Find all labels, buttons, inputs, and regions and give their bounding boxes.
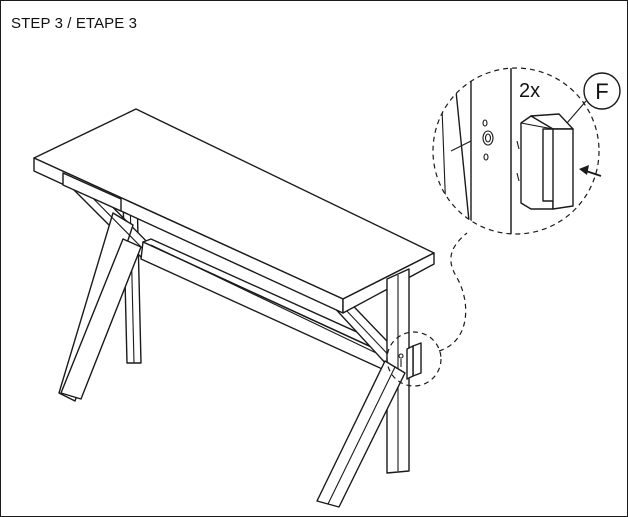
leader-line bbox=[438, 232, 468, 352]
circle-letter-icon: F bbox=[583, 72, 621, 110]
front-left-leg bbox=[60, 238, 142, 400]
locator-circle bbox=[386, 331, 442, 387]
zoom-detail bbox=[432, 67, 600, 235]
right-front-leg bbox=[316, 360, 406, 508]
part-letter: F bbox=[595, 79, 608, 104]
quantity-label: 2x bbox=[519, 80, 540, 102]
part-leader bbox=[566, 100, 587, 124]
top-apron bbox=[62, 172, 122, 212]
arrow-icon bbox=[579, 165, 602, 177]
step-title: STEP 3 / ETAPE 3 bbox=[11, 15, 138, 32]
bracket-part-on-leg bbox=[398, 342, 422, 380]
